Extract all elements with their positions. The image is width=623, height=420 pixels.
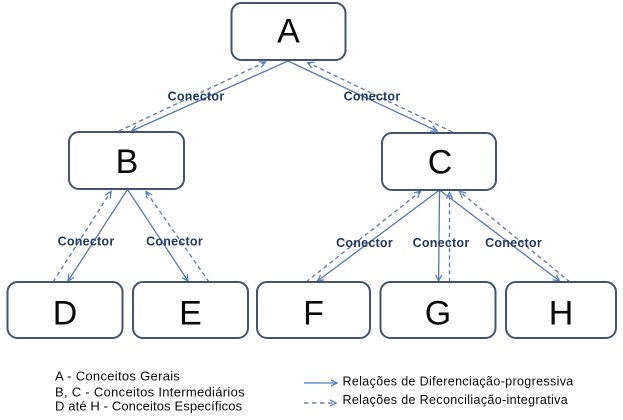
svg-text:F: F: [303, 295, 324, 333]
svg-text:B, C - Conceitos Intermediário: B, C - Conceitos Intermediários: [55, 385, 245, 400]
svg-text:Conector: Conector: [344, 90, 401, 104]
svg-text:D: D: [53, 295, 78, 333]
svg-text:H: H: [549, 295, 574, 333]
svg-text:Relações de Reconciliação-inte: Relações de Reconciliação-integrativa: [343, 393, 569, 407]
svg-text:C: C: [428, 144, 453, 182]
svg-text:D até H - Conceitos Específico: D até H - Conceitos Específicos: [55, 399, 243, 414]
svg-text:Relações de Diferenciação-prog: Relações de Diferenciação-progressiva: [343, 375, 574, 389]
svg-text:Conector: Conector: [336, 236, 393, 250]
svg-text:E: E: [179, 295, 202, 333]
svg-text:Conector: Conector: [146, 235, 203, 249]
svg-text:Conector: Conector: [58, 235, 115, 249]
svg-text:Conector: Conector: [413, 236, 470, 250]
svg-text:A: A: [277, 13, 300, 51]
svg-text:B: B: [116, 143, 139, 181]
svg-text:G: G: [425, 295, 451, 333]
svg-text:Conector: Conector: [485, 236, 542, 250]
svg-text:Conector: Conector: [168, 90, 225, 104]
svg-text:A - Conceitos Gerais: A - Conceitos Gerais: [55, 369, 180, 384]
